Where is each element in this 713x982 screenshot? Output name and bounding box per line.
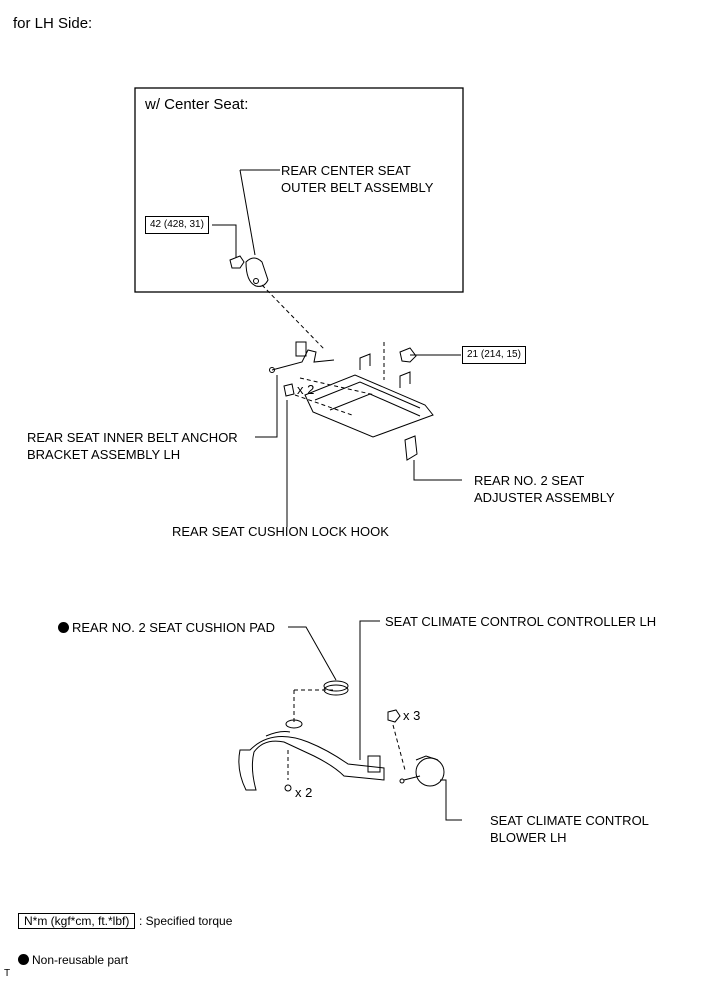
corner-mark: T bbox=[4, 968, 11, 979]
label-blower-line2: BLOWER LH bbox=[490, 830, 567, 845]
label-center-belt-line1: REAR CENTER SEAT bbox=[281, 163, 411, 178]
leader-controller bbox=[359, 620, 380, 760]
legend-non-reusable-text: Non-reusable part bbox=[32, 953, 129, 967]
label-controller: SEAT CLIMATE CONTROL CONTROLLER LH bbox=[385, 614, 657, 629]
label-center-belt-line2: OUTER BELT ASSEMBLY bbox=[281, 180, 434, 195]
leader-center-belt-2 bbox=[239, 169, 256, 256]
label-blower-line1: SEAT CLIMATE CONTROL bbox=[490, 813, 649, 828]
label-adjuster-line2: ADJUSTER ASSEMBLY bbox=[474, 490, 615, 505]
legend-torque-unit: N*m (kgf*cm, ft.*lbf) bbox=[18, 913, 136, 929]
legend-non-reusable: Non-reusable part bbox=[18, 952, 128, 969]
label-inner-anchor-line1: REAR SEAT INNER BELT ANCHOR bbox=[27, 430, 238, 445]
inset-title: w/ Center Seat: bbox=[145, 96, 249, 113]
leader-cushion-pad bbox=[288, 626, 337, 681]
label-inner-anchor-line2: BRACKET ASSEMBLY LH bbox=[27, 447, 181, 462]
label-cushion-pad: REAR NO. 2 SEAT CUSHION PAD bbox=[58, 619, 275, 636]
label-adjuster-line1: REAR NO. 2 SEAT bbox=[474, 473, 585, 488]
qty-lock-hook: x 2 bbox=[297, 382, 315, 397]
non-reusable-icon bbox=[58, 622, 69, 633]
center-seat-inset-frame bbox=[134, 87, 464, 293]
legend-torque-desc: : Specified torque bbox=[138, 914, 233, 928]
label-lock-hook: REAR SEAT CUSHION LOCK HOOK bbox=[172, 524, 389, 539]
leader-inner-anchor bbox=[255, 375, 278, 438]
page-side-label: for LH Side: bbox=[13, 15, 93, 32]
torque-box-adjuster: 21 (214, 15) bbox=[462, 346, 526, 364]
leader-adjuster bbox=[413, 460, 462, 481]
qty-screw: x 2 bbox=[295, 785, 313, 800]
torque-box-center-belt: 42 (428, 31) bbox=[145, 216, 209, 234]
label-cushion-pad-text: REAR NO. 2 SEAT CUSHION PAD bbox=[72, 620, 275, 635]
leader-blower bbox=[440, 779, 462, 821]
legend-torque: N*m (kgf*cm, ft.*lbf) : Specified torque bbox=[18, 912, 232, 930]
filled-circle-icon bbox=[18, 954, 29, 965]
qty-clip-nut: x 3 bbox=[403, 708, 421, 723]
leader-torque-42 bbox=[212, 224, 237, 258]
